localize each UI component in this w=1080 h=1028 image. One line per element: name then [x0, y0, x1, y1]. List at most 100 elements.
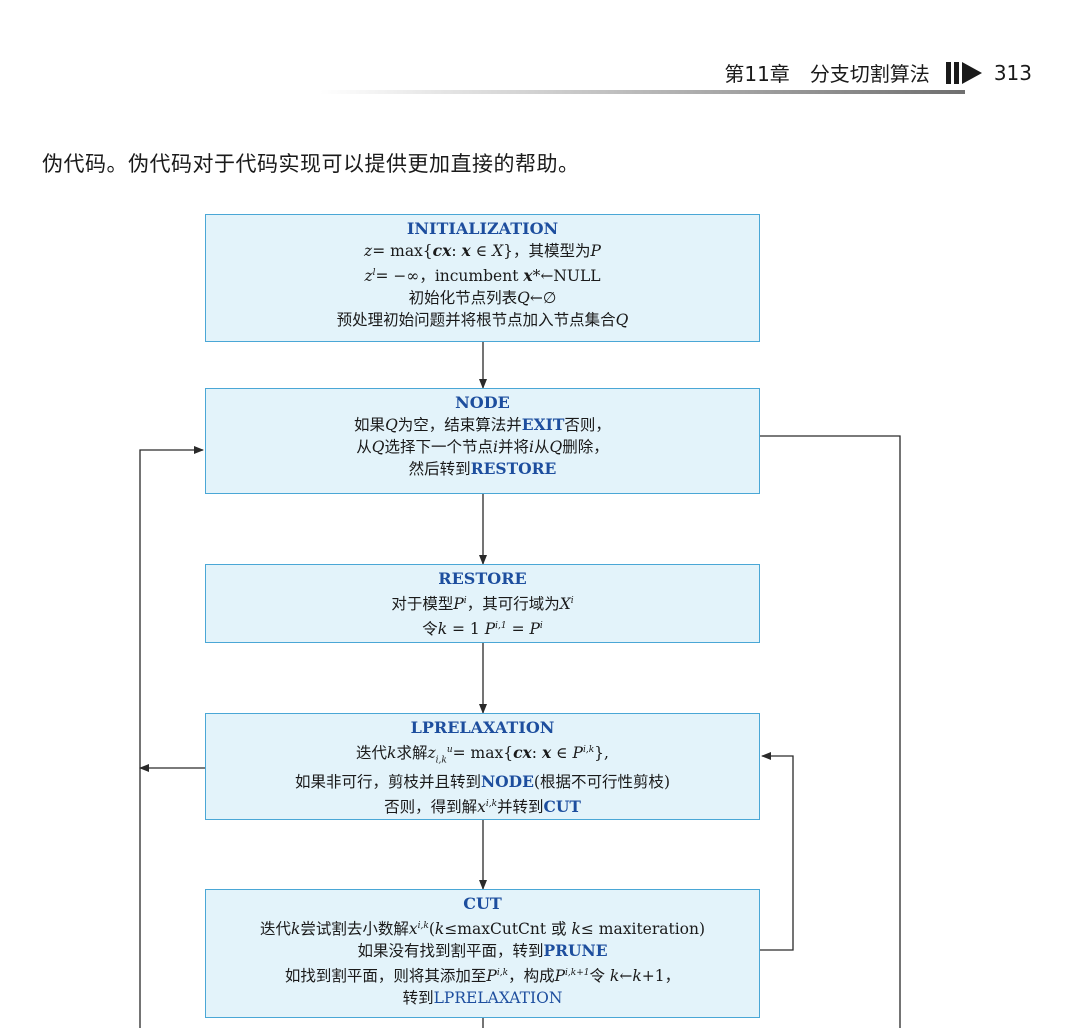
restore-l2-sup2: i: [539, 621, 543, 632]
cut-prune-keyword: PRUNE: [543, 941, 608, 961]
node-exit-keyword: EXIT: [521, 415, 565, 434]
chapter-number: 第11章: [724, 62, 790, 86]
cut-l1-e: (: [428, 920, 435, 939]
marker-triangle: [961, 61, 982, 84]
restore-l1-c: ，其可行域为: [466, 595, 560, 614]
cut-l1-sup: i,k: [417, 921, 429, 931]
cut-l1-b: k: [290, 920, 301, 939]
node-l2-a: 从: [356, 438, 372, 456]
cut-l4-a: 转到: [402, 989, 434, 1008]
init-l3-c: ←∅: [529, 289, 557, 308]
node-l1-d: 否则，: [564, 416, 611, 434]
lp-l1-i: ∈: [551, 744, 573, 763]
cut-l3-e: 令: [589, 967, 610, 986]
lp-l3-c: 并转到: [497, 798, 544, 817]
node-l2-b: Q: [371, 438, 385, 456]
init-l1-e: x: [461, 241, 471, 260]
init-l1-a: z: [364, 242, 373, 260]
restore-line-1: 对于模型Pi，其可行域为Xi: [206, 590, 759, 615]
cut-l3-c: ，构成: [508, 967, 555, 986]
cut-l1-i: ≤ maxiteration): [580, 920, 706, 939]
init-l1-d: :: [451, 242, 462, 260]
restore-l2-a: 令: [422, 620, 438, 639]
init-l2-c: x: [523, 266, 533, 286]
node-l1-b: Q: [385, 416, 398, 434]
restore-l1-a: 对于模型: [391, 595, 454, 614]
lp-l1-sup2: i,k: [582, 745, 595, 755]
lp-l1-d: z: [427, 744, 436, 763]
lp-title: LPRELAXATION: [410, 718, 555, 737]
cut-l3-g: ←: [619, 967, 633, 986]
lp-node-keyword: NODE: [480, 772, 534, 792]
cut-l3-sup: i,k: [496, 968, 509, 979]
page-number: 313: [993, 60, 1032, 85]
init-l4-b: Q: [615, 311, 629, 330]
node-l1-c: 为空，结束算法并: [397, 416, 522, 434]
chapter-label: 第11章: [724, 58, 789, 87]
loop-left-to-node: [139, 446, 204, 1028]
init-l3-a: 初始化节点列表: [408, 289, 518, 308]
init-box: INITIALIZATION z= max{cx: x ∈ X}，其模型为P z…: [205, 214, 760, 342]
node-l2-f: i: [529, 438, 534, 456]
cut-l2-a: 如果没有找到割平面，转到: [357, 942, 544, 961]
marker-bar: [945, 61, 951, 84]
line-node-right: [760, 435, 901, 1028]
lp-l1-sup: u: [446, 745, 453, 755]
cut-l1-h: k: [571, 920, 581, 939]
lp-l1-j: P: [572, 744, 583, 763]
init-l1-h: }，其模型为: [503, 242, 591, 260]
node-l2-g: 从: [533, 438, 550, 456]
cut-l1-c: 尝试割去小数解: [300, 920, 409, 939]
node-line-1: 如果Q为空，结束算法并EXIT否则，: [206, 414, 759, 436]
restore-title: RESTORE: [438, 569, 527, 588]
lp-l3-b: x: [477, 798, 486, 817]
init-l2-b: = −∞，incumbent: [375, 267, 524, 286]
init-title: INITIALIZATION: [406, 219, 559, 238]
lp-l3-sup: i,k: [485, 799, 498, 810]
lp-line-1: 迭代k求解zi,ku= max{cx: x ∈ Pi,k},: [206, 739, 759, 771]
node-l2-h: Q: [549, 438, 563, 456]
init-l3-b: Q: [517, 289, 530, 308]
lp-l1-e: = max{: [452, 744, 514, 763]
init-l1-i: P: [590, 242, 601, 260]
restore-l2-e: =: [506, 620, 530, 639]
init-l1-c: cx: [432, 241, 452, 260]
restore-box: RESTORE 对于模型Pi，其可行域为Xi 令k = 1 Pi,1 = Pi: [205, 564, 760, 643]
cut-line-2: 如果没有找到割平面，转到PRUNE: [206, 940, 759, 962]
node-box: NODE 如果Q为空，结束算法并EXIT否则， 从Q选择下一个节点i并将i从Q删…: [205, 388, 760, 494]
init-l1-g: X: [492, 242, 504, 260]
node-restore-keyword: RESTORE: [470, 459, 557, 478]
init-line-1: z= max{cx: x ∈ X}，其模型为P: [206, 240, 759, 262]
chapter-title: 分支切割算法: [809, 62, 930, 86]
restore-l1-sup: i: [463, 596, 467, 606]
cut-title: CUT: [463, 894, 502, 913]
restore-l2-f: P: [529, 620, 540, 639]
node-title: NODE: [455, 393, 510, 412]
restore-line-2: 令k = 1 Pi,1 = Pi: [206, 615, 759, 640]
restore-l2-d: P: [484, 620, 496, 639]
node-l2-d: i: [493, 438, 498, 456]
node-l2-c: 选择下一个节点: [384, 438, 494, 456]
running-header: 第11章 分支切割算法 313: [724, 58, 1032, 87]
init-l2-d: *←NULL: [532, 267, 601, 286]
node-line-2: 从Q选择下一个节点i并将i从Q删除，: [206, 436, 759, 458]
init-l1-f: ∈: [470, 242, 493, 260]
init-l2-sup: l: [372, 268, 376, 278]
lp-l1-f: cx: [513, 743, 532, 763]
restore-l2-b: k: [437, 620, 448, 639]
restore-l2-c: = 1: [447, 620, 485, 639]
cut-l3-f: k: [609, 967, 620, 986]
lp-cut-keyword: CUT: [543, 797, 581, 817]
lp-l1-c: 求解: [396, 744, 428, 763]
marker-bar: [953, 61, 959, 84]
init-line-2: zl= −∞，incumbent x*←NULL: [206, 262, 759, 287]
node-l1-a: 如果: [354, 416, 386, 434]
lp-l1-g: :: [531, 744, 542, 763]
lp-l1-h: x: [541, 743, 552, 763]
restore-l1-sup2: i: [570, 596, 574, 606]
node-l2-i: 删除，: [562, 438, 609, 456]
init-line-3: 初始化节点列表Q←∅: [206, 287, 759, 309]
node-line-3: 然后转到RESTORE: [206, 458, 759, 480]
cut-l3-a: 如找到割平面，则将其添加至: [284, 967, 487, 986]
